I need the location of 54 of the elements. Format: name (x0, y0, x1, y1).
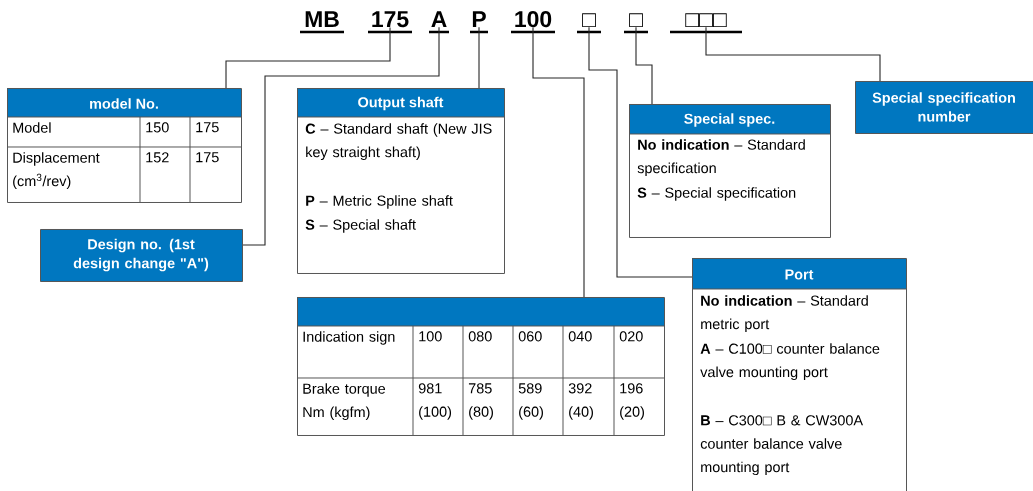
table-cell: 392 (40) (568, 383, 593, 420)
table-cell: 152 (146, 152, 169, 163)
table-cell: 175 (196, 122, 219, 133)
table-cell: 080 (468, 331, 492, 342)
option-box (296, 88, 505, 274)
torque-table (296, 297, 665, 436)
table-cell: 020 (619, 331, 643, 342)
table-cell: 196 (20) (620, 383, 644, 420)
callout-text: Special specification number (872, 92, 1015, 122)
box-header: Special spec. (629, 104, 830, 134)
leader-line (242, 26, 440, 246)
code-segment: MB (300, 11, 344, 34)
table-cell: 175 (196, 152, 219, 163)
table-cell: 150 (146, 122, 169, 133)
table-cell: Displacement (cm$^{3}$/rev) (13, 152, 100, 190)
leader-line (478, 26, 480, 89)
table-cell: 040 (568, 331, 592, 342)
code-segment: A (429, 11, 449, 34)
option-text: S – Special specification (637, 187, 796, 201)
leader-line (532, 26, 585, 298)
leader-line (225, 26, 391, 89)
table-cell: 981 (100) (418, 383, 452, 420)
code-segment: 175 (368, 11, 412, 34)
table-cell: 100 (419, 331, 442, 342)
option-box (628, 104, 831, 238)
box-header: Port (692, 258, 906, 289)
option-text: A – C100□ counter balance valve mounting port (700, 343, 880, 381)
code-segment: □ (577, 13, 601, 34)
callout-text: Design no. (1st design change "A") (73, 238, 209, 272)
leader-line (588, 26, 693, 278)
leader-line (635, 26, 653, 105)
code-segment: □□□ (670, 13, 742, 34)
table-cell: Indication sign (303, 331, 395, 345)
leader-line (705, 26, 881, 82)
code-segment: 100 (511, 11, 555, 34)
option-text: B – C300□ B & CW300A counter balance valve mounting port (700, 415, 864, 476)
option-text: P – Metric Spline shaft (306, 195, 453, 209)
box-header: Output shaft (297, 88, 504, 117)
option-text: No indication – Standard specification (637, 139, 805, 177)
option-text: No indication – Standard metric port (701, 295, 868, 333)
code-segment: P (470, 11, 488, 34)
code-segment: □ (624, 13, 648, 34)
callout-box (40, 229, 243, 282)
callout-box (855, 81, 1033, 134)
option-text: C – Standard shaft (New JIS key straight shaft) (305, 123, 492, 161)
box-header: model No. (7, 88, 241, 117)
table-cell: 060 (518, 331, 542, 342)
table-cell: 785 (80) (468, 383, 493, 420)
table-cell: Brake torque Nm (kgfm) (303, 383, 386, 421)
table-cell: Model (13, 122, 51, 133)
table-cell: 589 (60) (518, 383, 543, 420)
model-table (6, 88, 242, 203)
option-text: S – Special shaft (305, 219, 416, 233)
option-box (691, 258, 907, 491)
